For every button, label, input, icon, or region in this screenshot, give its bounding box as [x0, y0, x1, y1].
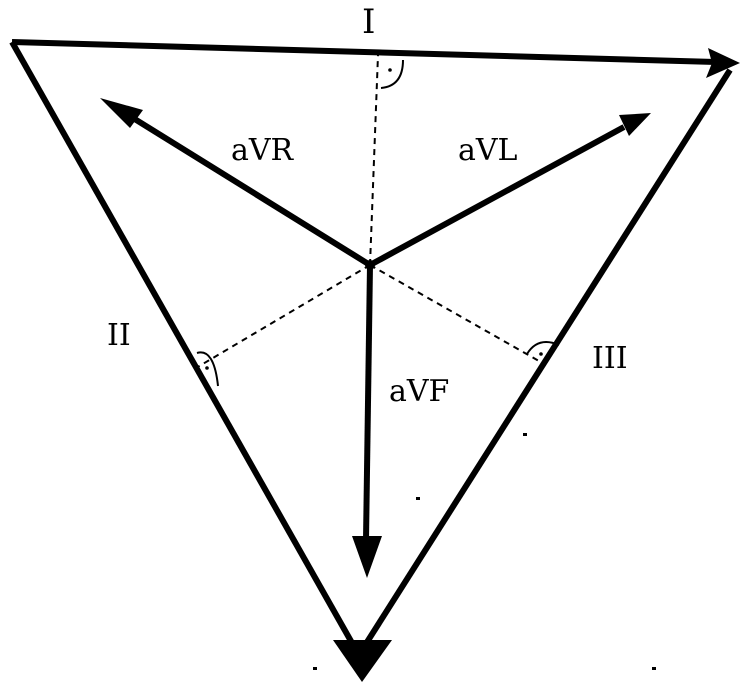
right-angle-dot-III	[539, 352, 543, 356]
perpendicular-to-III	[369, 264, 547, 366]
augmented-leads	[123, 110, 626, 541]
right-angle-mark-III	[526, 341, 560, 355]
perpendicular-to-I	[369, 54, 379, 266]
label-aVF: aVF	[389, 374, 449, 409]
aVF-arrowhead	[352, 536, 382, 578]
lead-II-side	[9, 40, 359, 652]
aVL-vector	[368, 124, 626, 268]
label-aVR: aVR	[231, 133, 295, 168]
bottom-arrowhead	[333, 640, 392, 682]
label-lead-III: III	[592, 341, 628, 376]
right-angle-mark-I	[380, 59, 404, 89]
lead-III-side	[359, 68, 733, 652]
triangle	[9, 39, 740, 682]
right-angle-dot-I	[388, 68, 392, 72]
aVF-vector	[363, 264, 373, 541]
perpendicular-lines	[195, 54, 547, 369]
right-angle-marks	[196, 59, 560, 387]
right-angle-mark-II	[196, 351, 219, 387]
aVL-arrowhead	[619, 113, 651, 136]
heart-center-point	[365, 260, 375, 270]
right-angle-dot-II	[205, 366, 209, 370]
lead-I-side	[11, 39, 717, 65]
label-lead-I: I	[362, 2, 375, 42]
lead-I-arrowhead	[706, 48, 740, 78]
augmented-arrowheads	[100, 98, 651, 578]
aVR-arrowhead	[100, 98, 143, 128]
label-aVL: aVL	[458, 133, 518, 168]
aVR-vector	[123, 110, 372, 268]
label-lead-II: II	[107, 318, 131, 353]
scan-specks	[313, 433, 656, 670]
perpendicular-to-II	[195, 264, 371, 369]
